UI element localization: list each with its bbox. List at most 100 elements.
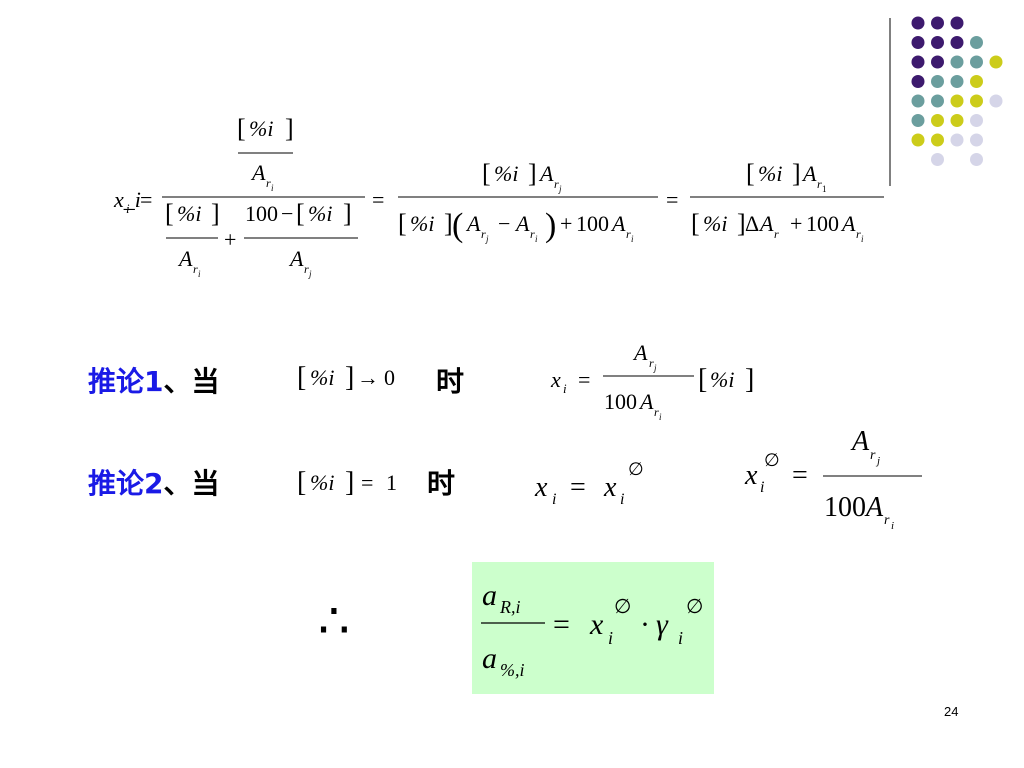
svg-text:[: [ [691,209,700,238]
svg-text:%,i: %,i [500,660,525,680]
svg-text:(: ( [452,207,463,244]
svg-text:i: i [631,234,634,244]
svg-text:%i: %i [494,161,518,186]
svg-text:x: x [550,367,561,392]
result-box [472,562,714,694]
svg-text:−: − [498,211,510,236]
svg-text:r: r [654,405,659,419]
svg-text:j: j [653,363,657,373]
therefore-symbol: ∴ [318,593,350,649]
svg-text:]: ] [345,362,354,393]
corollary2-then: 时 [427,467,456,500]
svg-text:A: A [538,161,554,186]
svg-text:i: i [891,520,894,532]
svg-text:r: r [856,227,861,241]
svg-text:i: i [659,412,662,422]
svg-text:=: = [553,608,570,641]
svg-text:A: A [801,161,817,186]
svg-text:=: = [361,470,373,495]
page-number: 24 [944,704,959,719]
svg-text:=: = [570,472,586,503]
svg-text:[: [ [698,364,707,395]
svg-text:[: [ [398,209,407,238]
svg-text:+: + [560,211,572,236]
svg-text:]: ] [444,209,453,238]
svg-text:i: i [563,381,567,396]
svg-text:%i: %i [308,201,332,226]
svg-text:i: i [552,491,556,508]
svg-text:%i: %i [758,161,782,186]
decorative-dot [931,36,944,49]
svg-text:A: A [514,211,530,236]
svg-text:r: r [817,177,822,191]
svg-text:[: [ [297,362,306,393]
svg-text:A: A [638,389,654,414]
decorative-dot-grid [911,16,1003,166]
svg-text:r: r [626,227,631,241]
svg-text:i: i [620,491,624,508]
svg-text:%i: %i [703,211,727,236]
svg-text:]: ] [211,199,220,228]
svg-text:[: [ [482,159,491,188]
svg-text:[: [ [746,159,755,188]
divider-line [889,18,891,186]
decorative-dot [970,94,983,108]
formula-x-sub: i [126,201,130,216]
svg-text:a: a [482,579,497,612]
svg-text:r: r [530,227,535,241]
svg-text:r: r [870,448,876,463]
svg-text:r: r [266,176,271,190]
svg-text:%i: %i [710,367,734,392]
svg-text:]: ] [343,199,352,228]
svg-text:j: j [308,269,312,279]
svg-text:A: A [465,211,481,236]
decorative-dot [931,55,944,69]
svg-text:[: [ [297,467,306,498]
svg-text:[: [ [296,199,305,228]
decorative-dot [911,55,925,69]
decorative-dot [911,75,925,88]
svg-text:]: ] [792,159,801,188]
decorative-dot [950,133,964,147]
svg-text:−: − [281,201,293,226]
decorative-dot [931,75,944,88]
corollary1-then: 时 [436,365,465,398]
svg-text:r: r [481,227,486,241]
svg-text:+: + [790,211,802,236]
corollary2-label: 推论2、当 [88,467,220,500]
decorative-dot [931,153,944,166]
decorative-dot [931,133,944,147]
decorative-dot [989,55,1003,69]
svg-text:A: A [610,211,626,236]
svg-text:∅: ∅ [686,596,703,618]
svg-text:→: → [357,365,379,390]
svg-text:j: j [558,184,562,194]
decorative-dot [950,94,964,108]
svg-text:+: + [224,227,236,252]
svg-text:r: r [774,227,779,241]
svg-text:%i: %i [410,211,434,236]
svg-text:γ: γ [656,608,669,641]
svg-text:i: i [678,628,683,648]
decorative-dot [911,16,925,30]
bracket-l: [ [237,114,246,143]
svg-text:i: i [861,234,864,244]
svg-text:i: i [760,479,764,496]
corollary1-label: 推论1、当 [88,365,220,398]
svg-text:x: x [744,460,758,491]
svg-text:[: [ [165,199,174,228]
svg-text:i: i [608,628,613,648]
svg-text:i: i [271,183,274,193]
svg-text:r: r [304,262,309,276]
svg-text:]: ] [528,159,537,188]
svg-text:100: 100 [824,492,866,523]
decorative-dot [911,133,925,147]
svg-text:r: r [193,262,198,276]
svg-text:A: A [840,211,856,236]
svg-text:100: 100 [245,201,278,226]
decorative-dot [970,153,983,166]
decorative-dot [931,114,944,127]
svg-text:x: x [534,472,548,503]
decorative-dot [931,16,944,30]
